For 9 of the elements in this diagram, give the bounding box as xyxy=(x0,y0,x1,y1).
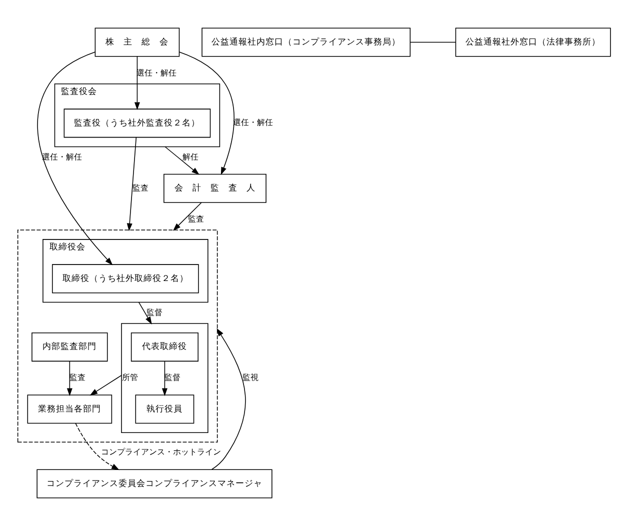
edge-label: 所管 xyxy=(122,373,138,382)
edge-label: コンプライアンス・ホットライン xyxy=(101,448,222,457)
edge-label: 監視 xyxy=(242,373,258,382)
edge-label: 監査 xyxy=(188,214,204,224)
edge-label: 監督 xyxy=(146,308,162,317)
edge-label: 監督 xyxy=(164,373,181,382)
edge-label: 解任 xyxy=(182,152,199,162)
edge-label: 監査 xyxy=(70,373,86,382)
edge-label: 監査 xyxy=(132,183,148,192)
